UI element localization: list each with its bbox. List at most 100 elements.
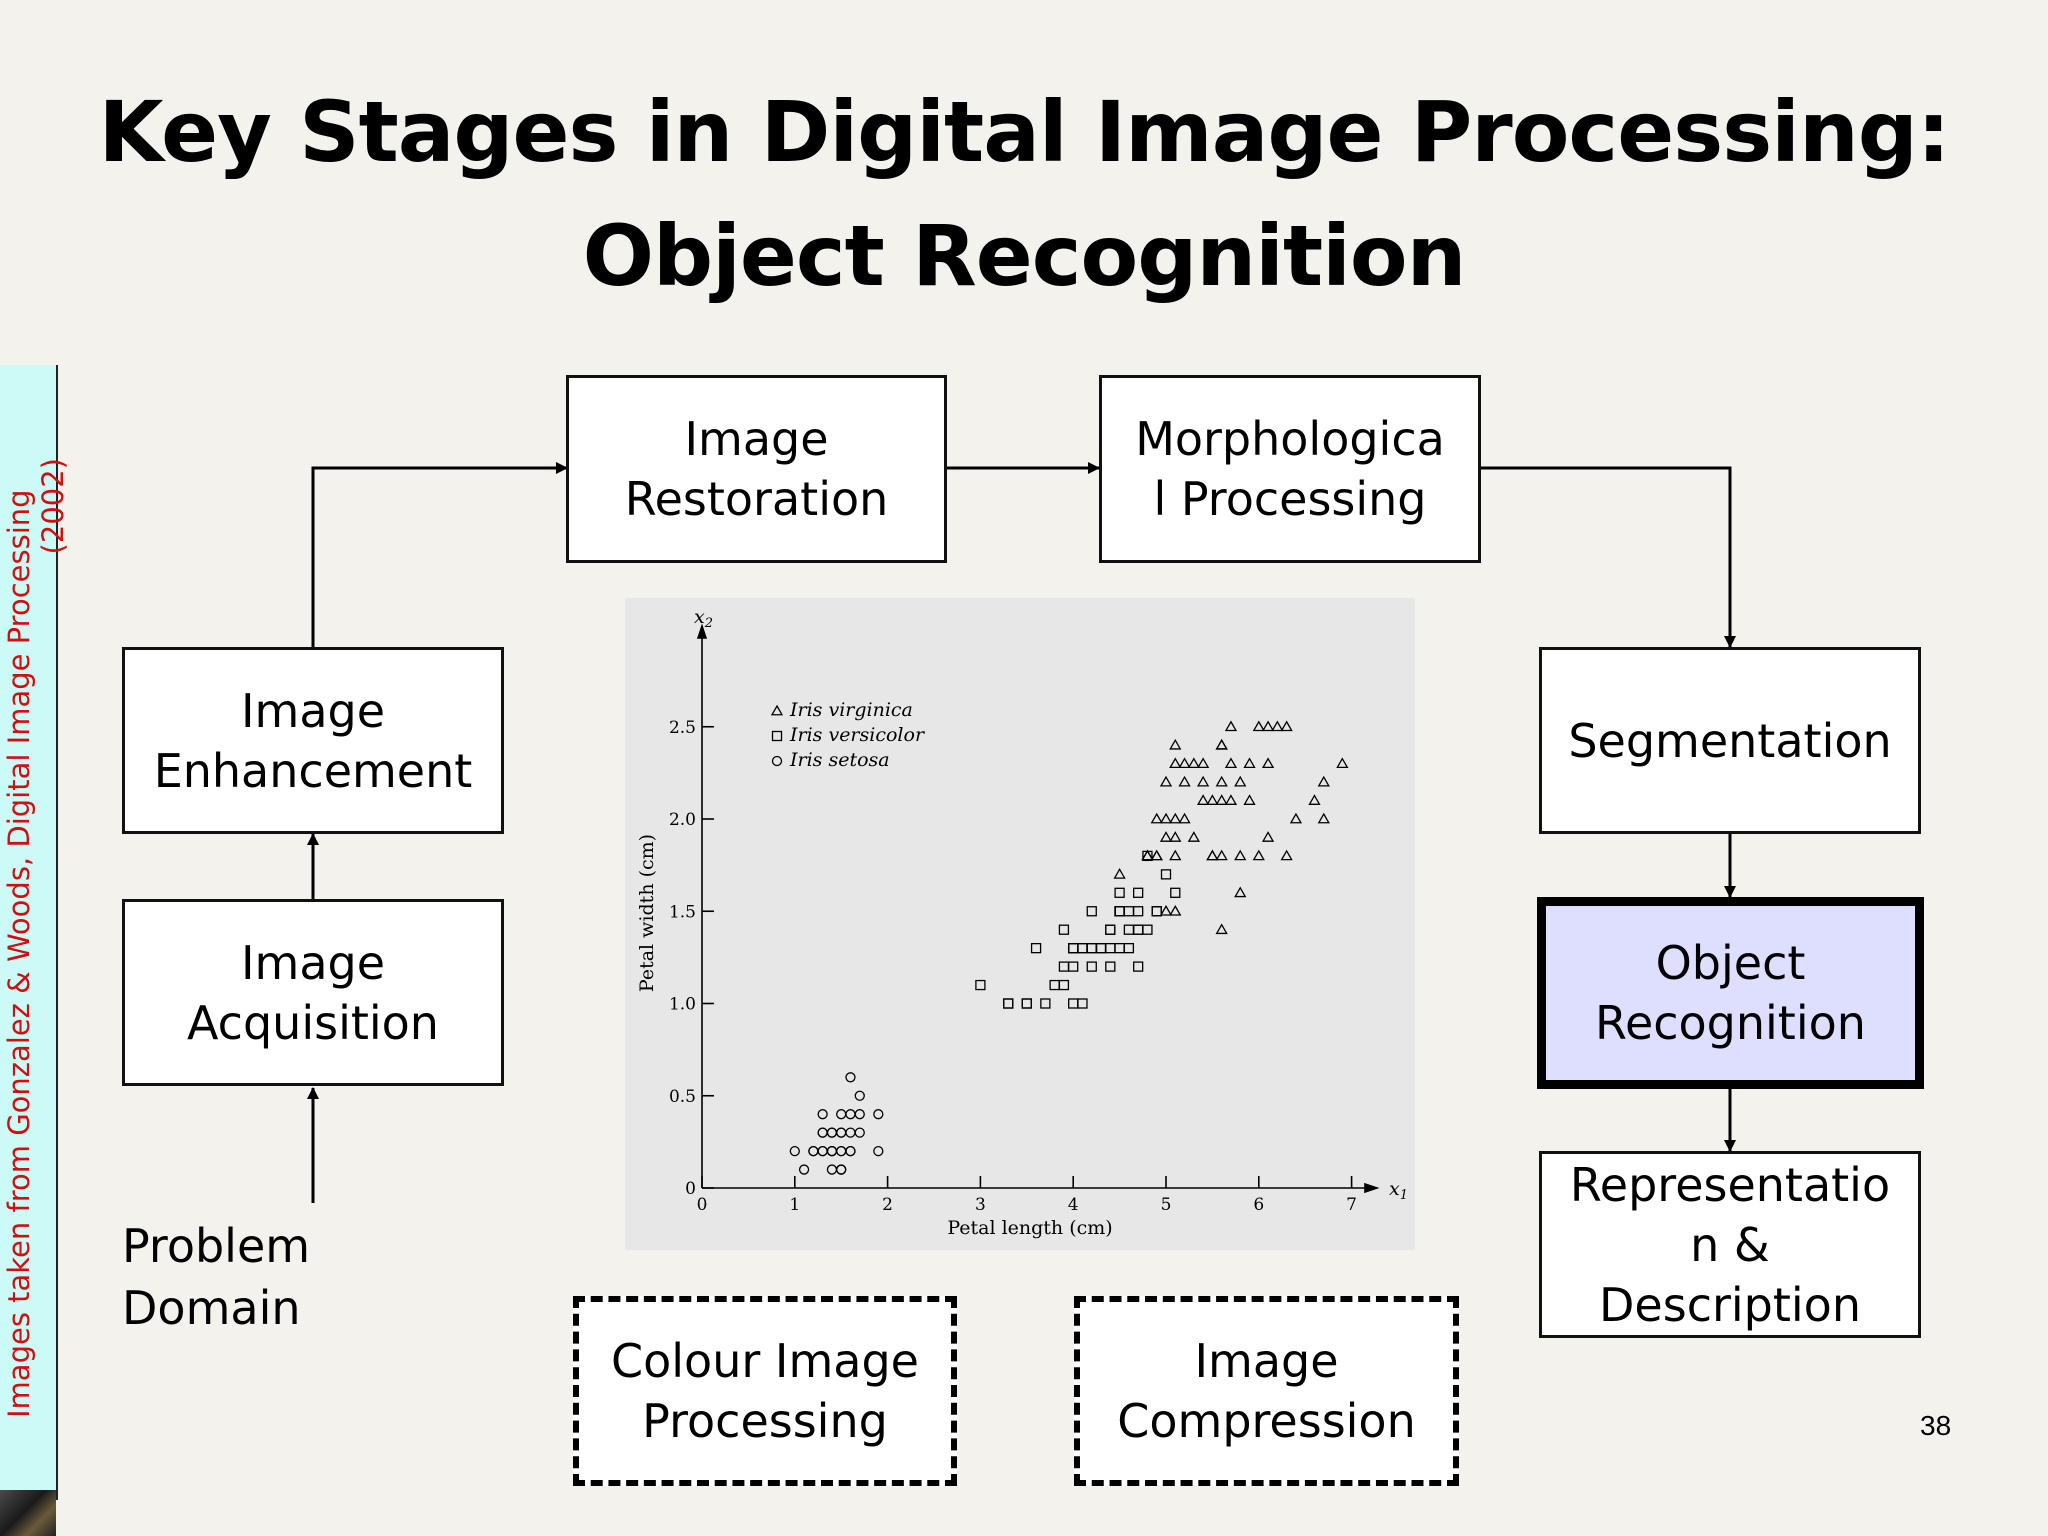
- stage-colour-image-processing-label: Colour Image Processing: [611, 1334, 919, 1448]
- legend-iris-virginica-marker: [770, 704, 784, 716]
- iris-virginica-point: [1150, 849, 1163, 861]
- iris-virginica-point: [1150, 812, 1163, 824]
- iris-virginica-point: [1261, 757, 1275, 769]
- iris-virginica-point: [1178, 775, 1191, 787]
- chart-background: [625, 598, 1415, 1250]
- iris-virginica-point: [1169, 757, 1182, 769]
- iris-setosa-point: [836, 1164, 847, 1175]
- iris-versicolor-point: [1105, 961, 1116, 972]
- stage-representation-description: Representatio n & Description: [1539, 1151, 1921, 1338]
- iris-virginica-point: [1169, 738, 1182, 750]
- iris-virginica-point: [1289, 812, 1303, 824]
- iris-versicolor-point: [1068, 961, 1079, 972]
- stage-segmentation: Segmentation: [1539, 647, 1921, 834]
- iris-setosa-point: [817, 1109, 828, 1120]
- legend-iris-versicolor-label: Iris versicolor: [789, 724, 926, 746]
- iris-virginica-point: [1234, 775, 1247, 787]
- iris-versicolor-point: [1077, 998, 1088, 1009]
- iris-versicolor-point: [1151, 906, 1162, 917]
- legend-iris-versicolor-marker: [771, 730, 783, 742]
- stage-image-acquisition: Image Acquisition: [122, 899, 504, 1086]
- stage-object-recognition: Object Recognition: [1537, 897, 1924, 1089]
- iris-versicolor-point: [1049, 979, 1060, 991]
- stage-image-restoration-label: Image Restoration: [624, 412, 889, 526]
- iris-virginica-point: [1196, 794, 1210, 805]
- iris-virginica-point: [1159, 775, 1173, 787]
- iris-virginica-point: [1308, 794, 1321, 805]
- y-tick-label: 2.5: [669, 718, 696, 738]
- iris-versicolor-point: [1040, 998, 1051, 1009]
- iris-versicolor-point: [1133, 887, 1144, 898]
- y-tick-label: 1.5: [669, 902, 696, 922]
- iris-virginica-point: [1113, 868, 1126, 879]
- stage-object-recognition-label: Object Recognition: [1595, 936, 1866, 1050]
- iris-versicolor-point: [1133, 961, 1144, 972]
- iris-virginica-point: [1215, 794, 1228, 805]
- stage-representation-description-label: Representatio n & Description: [1569, 1157, 1891, 1332]
- iris-virginica-point: [1261, 831, 1275, 842]
- iris-setosa-point: [817, 1127, 828, 1138]
- x-tick-label: 6: [1253, 1195, 1264, 1215]
- stage-image-compression-label: Image Compression: [1117, 1334, 1416, 1448]
- iris-virginica-point: [1159, 904, 1173, 916]
- stage-image-enhancement: Image Enhancement: [122, 647, 504, 834]
- iris-virginica-point: [1178, 812, 1191, 824]
- thumbnail-image: [0, 1490, 56, 1536]
- iris-virginica-point: [1187, 757, 1200, 769]
- credit-sidebar: [0, 365, 58, 1500]
- y-tick-label: 0.5: [669, 1087, 696, 1107]
- iris-virginica-point: [1169, 831, 1182, 842]
- iris-virginica-point: [1159, 831, 1173, 842]
- iris-virginica-point: [1271, 720, 1284, 732]
- iris-virginica-point: [1215, 738, 1228, 750]
- arrow-morphology-to-segmentation: [1480, 466, 1736, 648]
- iris-versicolor-point: [1077, 942, 1088, 954]
- y-tick-label: 0: [685, 1179, 696, 1199]
- iris-virginica-point: [1206, 849, 1219, 861]
- slide-title: Key Stages in Digital Image Processing: …: [0, 70, 2048, 318]
- iris-setosa-point: [798, 1164, 810, 1175]
- iris-setosa-point: [836, 1109, 847, 1120]
- x-tick-label: 4: [1068, 1195, 1079, 1215]
- iris-virginica-point: [1252, 720, 1265, 732]
- iris-versicolor-point: [1142, 924, 1153, 935]
- stage-morphological-processing: Morphologica l Processing: [1099, 375, 1481, 563]
- iris-versicolor-point: [1170, 887, 1181, 898]
- iris-virginica-point: [1215, 849, 1228, 861]
- y-axis-arrowhead: [696, 623, 708, 639]
- legend-iris-virginica-label: Iris virginica: [789, 699, 913, 721]
- iris-virginica-point: [1159, 812, 1173, 824]
- iris-versicolor-point: [1105, 924, 1116, 935]
- stage-colour-image-processing: Colour Image Processing: [573, 1296, 957, 1486]
- iris-virginica-point: [1280, 849, 1293, 861]
- iris-virginica-point: [1317, 775, 1330, 787]
- iris-versicolor-point: [1021, 998, 1032, 1009]
- iris-versicolor-point: [1095, 942, 1107, 954]
- iris-virginica-point: [1243, 757, 1256, 769]
- stage-image-restoration: Image Restoration: [566, 375, 947, 563]
- iris-virginica-point: [1169, 849, 1182, 861]
- y-tick-label: 1.0: [669, 995, 696, 1015]
- iris-virginica-point: [1280, 720, 1293, 732]
- slide-title-line1: Key Stages in Digital Image Processing:: [98, 83, 1951, 181]
- iris-virginica-point: [1243, 794, 1256, 805]
- iris-virginica-point: [1252, 849, 1265, 861]
- page-number: 38: [1920, 1410, 1952, 1441]
- x-axis-label: Petal length (cm): [947, 1217, 1112, 1239]
- iris-versicolor-point: [1086, 906, 1097, 917]
- y-tick-label: 2.0: [669, 810, 696, 830]
- iris-virginica-point: [1169, 904, 1182, 916]
- x-tick-label: 1: [789, 1195, 800, 1215]
- iris-virginica-point: [1234, 849, 1247, 861]
- x-tick-label: 7: [1346, 1195, 1357, 1215]
- iris-virginica-point: [1206, 794, 1219, 805]
- x-tick-label: 5: [1161, 1195, 1172, 1215]
- iris-setosa-point: [845, 1072, 856, 1083]
- iris-virginica-point: [1317, 812, 1330, 824]
- iris-setosa-point: [789, 1145, 800, 1157]
- y-axis-symbol: x2: [694, 606, 713, 631]
- iris-virginica-point: [1234, 886, 1247, 898]
- iris-versicolor-point: [975, 979, 986, 991]
- x-tick-label: 3: [975, 1195, 986, 1215]
